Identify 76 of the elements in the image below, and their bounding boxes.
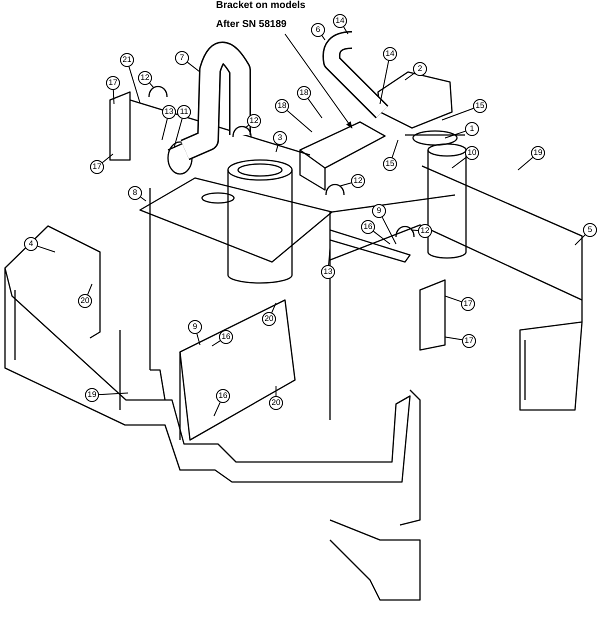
callout-number: 20 — [78, 294, 92, 308]
callout-number: 16 — [216, 389, 230, 403]
callout-number: 15 — [383, 157, 397, 171]
callout-number: 17 — [461, 297, 475, 311]
leader-line — [410, 230, 418, 231]
callout-number: 14 — [383, 47, 397, 61]
callout-number: 7 — [175, 51, 189, 65]
leader-line — [286, 110, 312, 132]
leader-line — [444, 296, 462, 302]
leader-line — [373, 230, 390, 244]
callout-number: 17 — [90, 160, 104, 174]
leader-line — [444, 130, 466, 138]
leader-line — [343, 26, 348, 34]
leader-line — [98, 392, 128, 396]
callout-number: 18 — [297, 86, 311, 100]
callout-number: 10 — [465, 146, 479, 160]
leader-line — [244, 124, 249, 128]
callout-number: 16 — [219, 330, 233, 344]
callout-number: 19 — [85, 388, 99, 402]
leader-line — [574, 234, 586, 246]
leader-line — [196, 333, 200, 346]
callout-number: 14 — [333, 14, 347, 28]
leader-line — [214, 402, 221, 416]
leader-line — [452, 156, 467, 168]
leader-line — [392, 140, 398, 158]
note-text: After SN 58189 — [216, 19, 288, 31]
leader-line — [308, 98, 322, 118]
callout-number: 15 — [473, 99, 487, 113]
callout-number: 17 — [462, 334, 476, 348]
leader-line — [128, 66, 140, 104]
callout-number: 8 — [128, 186, 142, 200]
callout-number: 20 — [269, 396, 283, 410]
leader-line — [140, 196, 146, 202]
callout-number: 17 — [106, 76, 120, 90]
callout-number: 12 — [138, 71, 152, 85]
leader-line — [149, 82, 154, 88]
leader-line — [284, 34, 352, 129]
leader-line — [37, 246, 56, 252]
callout-number: 16 — [361, 220, 375, 234]
leader-line — [112, 90, 114, 104]
leader-line — [382, 216, 396, 244]
callout-number: 20 — [262, 312, 276, 326]
callout-number: 13 — [321, 265, 335, 279]
callout-number: 21 — [120, 53, 134, 67]
leader-line — [187, 62, 200, 72]
callout-number: 13 — [162, 105, 176, 119]
callout-number: 4 — [24, 237, 38, 251]
leader-line — [174, 118, 183, 148]
callout-number: 12 — [418, 224, 432, 238]
leader-line — [87, 284, 92, 295]
leader-line — [212, 340, 221, 346]
callout-number: 1 — [465, 122, 479, 136]
leader-line — [518, 157, 534, 170]
callout-number: 19 — [531, 146, 545, 160]
leader-line — [404, 72, 415, 80]
callout-number: 9 — [372, 204, 386, 218]
callout-number: 11 — [177, 105, 191, 119]
callout-number: 6 — [311, 23, 325, 37]
note-text: Bracket on models — [216, 0, 306, 12]
leader-line — [162, 118, 168, 140]
leader-line — [328, 248, 330, 266]
leader-line — [271, 302, 276, 314]
callout-number: 3 — [273, 131, 287, 145]
leader-line — [340, 182, 352, 186]
callout-number: 12 — [351, 174, 365, 188]
leader-line — [380, 60, 390, 104]
leader-line — [102, 154, 114, 164]
callout-number: 18 — [275, 99, 289, 113]
callout-number: 5 — [583, 223, 597, 237]
leader-line — [442, 108, 474, 120]
callout-number: 9 — [188, 320, 202, 334]
leader-line — [322, 35, 326, 40]
callout-number: 2 — [413, 62, 427, 76]
callout-number: 12 — [247, 114, 261, 128]
leader-line — [444, 336, 463, 340]
leader-line — [276, 144, 279, 152]
